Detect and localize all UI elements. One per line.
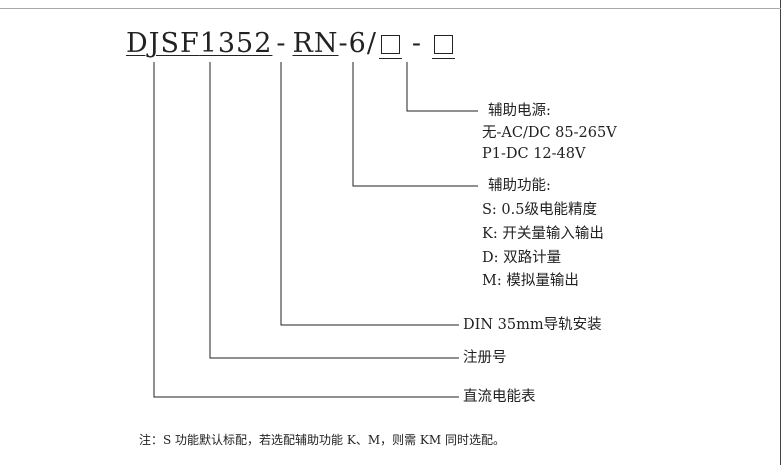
- connector-reg: [209, 62, 459, 359]
- connector-aux-function: [352, 62, 478, 187]
- model-separator: -: [276, 28, 287, 59]
- model-code: DJSF1352-RN-6/-: [126, 28, 456, 59]
- aux-power-title: 辅助电源:: [488, 103, 551, 119]
- aux-function-item: K: 开关量输入输出: [482, 226, 604, 242]
- aux-power-item: P1-DC 12-48V: [482, 146, 586, 162]
- aux-function-item: S: 0.5级电能精度: [482, 202, 597, 218]
- connector-din: [280, 62, 459, 326]
- aux-function-item: M: 模拟量输出: [482, 273, 579, 289]
- footnote: 注：S 功能默认标配，若选配辅助功能 K、M，则需 KM 同时选配。: [139, 433, 505, 447]
- option-box-power: [432, 35, 456, 59]
- aux-function-title: 辅助功能:: [488, 178, 551, 194]
- model-part-djsf: DJSF: [126, 28, 200, 59]
- model-part-rn: RN: [292, 28, 339, 59]
- model-part-1352: 1352: [199, 28, 273, 59]
- connector-meter: [153, 62, 459, 398]
- connector-aux-power: [406, 62, 478, 112]
- model-separator: -: [411, 28, 423, 59]
- aux-power-item: 无-AC/DC 85-265V: [482, 125, 617, 141]
- dc-meter-label: 直流电能表: [463, 389, 536, 405]
- option-box-function: [378, 35, 402, 59]
- aux-function-item: D: 双路计量: [482, 250, 562, 266]
- top-divider: [0, 8, 781, 9]
- model-part-6: -6/: [338, 28, 377, 59]
- registration-label: 注册号: [463, 350, 507, 366]
- din-rail-label: DIN 35mm导轨安装: [463, 317, 602, 333]
